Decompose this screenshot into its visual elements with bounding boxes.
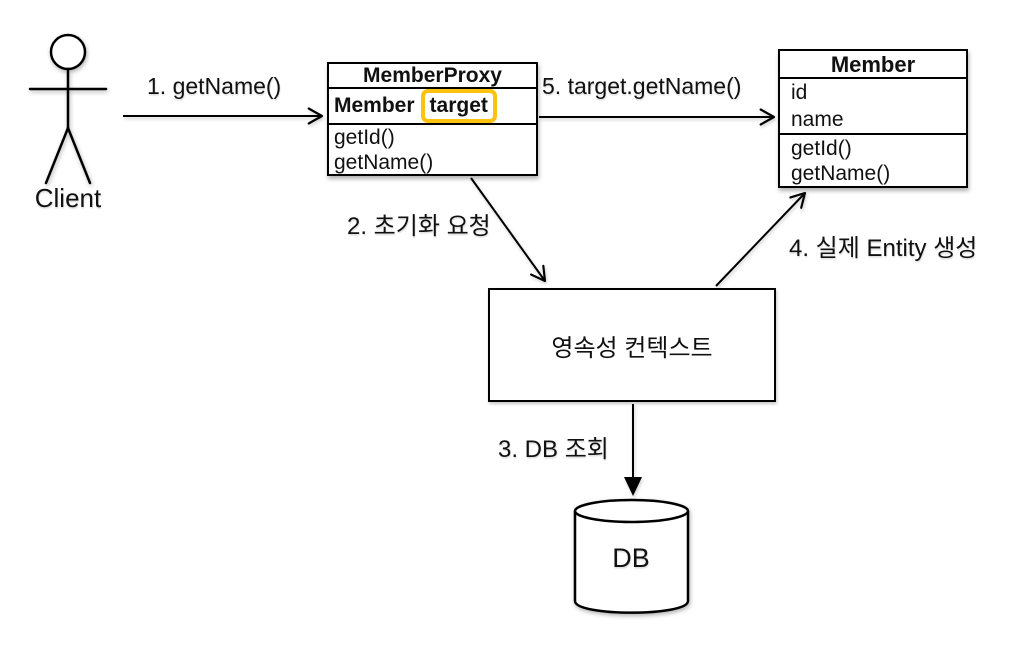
member-methods: getId() getName() xyxy=(780,135,966,186)
method-item: getId() xyxy=(334,126,395,149)
field-item: id xyxy=(791,81,808,104)
actor-left-leg xyxy=(44,126,70,185)
db-cylinder-body xyxy=(573,511,690,614)
member-fields: id name xyxy=(780,79,966,135)
arrow-2-init-request xyxy=(470,177,547,283)
class-box-member: Member id name getId() getName() xyxy=(778,49,968,188)
actor-label: Client xyxy=(34,183,102,213)
actor-head xyxy=(49,33,87,71)
actor-right-leg xyxy=(66,126,92,185)
edge-label-5: 5. target.getName() xyxy=(542,73,742,99)
method-item: getName() xyxy=(791,162,891,185)
class-title-member: Member xyxy=(780,51,966,79)
db-label: DB xyxy=(612,543,650,573)
edge-label-4: 4. 실제 Entity 생성 xyxy=(789,235,978,262)
method-item: getName() xyxy=(334,151,434,174)
proxy-methods: getId() getName() xyxy=(329,125,536,175)
edge-label-1: 1. getName() xyxy=(147,73,282,99)
persistence-context-box: 영속성 컨텍스트 xyxy=(488,288,776,402)
proxy-field-row: Member target xyxy=(329,89,536,125)
edge-label-3: 3. DB 조회 xyxy=(498,436,609,463)
arrow-4-create-entity xyxy=(715,191,807,287)
class-title-memberproxy: MemberProxy xyxy=(329,64,536,89)
method-item: getId() xyxy=(791,137,852,160)
proxy-field-type: Member xyxy=(334,94,415,117)
target-highlight: target xyxy=(420,89,497,123)
db-cylinder-top xyxy=(573,498,690,524)
edge-label-2: 2. 초기화 요청 xyxy=(347,213,491,240)
class-box-memberproxy: MemberProxy Member target getId() getNam… xyxy=(327,62,538,176)
field-item: name xyxy=(791,108,844,131)
actor-icon xyxy=(28,33,108,185)
persistence-context-label: 영속성 컨텍스트 xyxy=(551,334,713,362)
db-cylinder-icon xyxy=(573,498,690,614)
